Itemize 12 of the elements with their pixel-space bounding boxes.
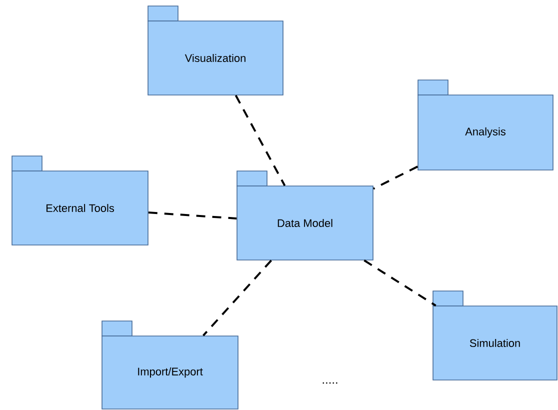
connector-line [364,260,436,306]
package-box: Analysis [418,80,554,170]
package-box: External Tools [12,156,148,246]
package-box: Data Model [236,170,374,260]
package-box: Simulation [432,290,558,380]
connector-line [202,260,272,336]
ellipsis-label: ..... [322,382,338,384]
connector-line [372,166,418,190]
connector-line [234,94,286,186]
package-box: Visualization [148,6,284,96]
package-box: Import/Export [102,320,238,410]
connector-line [148,212,237,220]
